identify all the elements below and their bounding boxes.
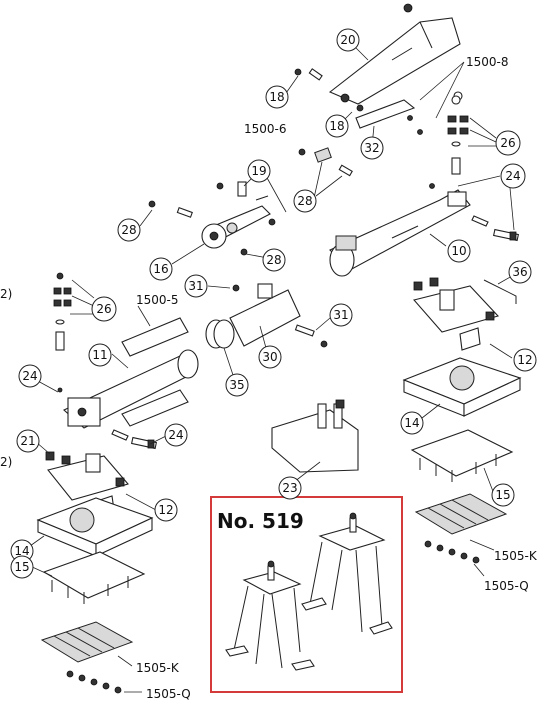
callout-24: 24 <box>500 163 526 189</box>
callout-10: 10 <box>447 239 471 263</box>
hardware-cluster-26-right <box>447 95 469 175</box>
svg-text:15: 15 <box>495 488 510 502</box>
svg-text:28: 28 <box>297 194 312 208</box>
callout-28: 28 <box>117 218 141 242</box>
pads-1505-K-right <box>414 493 508 535</box>
svg-text:28: 28 <box>121 223 136 237</box>
svg-text:11: 11 <box>92 348 107 362</box>
callout-31: 31 <box>184 274 208 298</box>
svg-text:24: 24 <box>168 428 183 442</box>
svg-text:26: 26 <box>500 136 515 150</box>
edge-note: 2) <box>0 455 12 469</box>
svg-text:24: 24 <box>505 169 520 183</box>
svg-text:19: 19 <box>251 164 266 178</box>
svg-text:18: 18 <box>269 90 284 104</box>
callout-12: 12 <box>154 498 178 522</box>
callout-21: 21 <box>16 429 40 453</box>
pins-31 <box>232 284 328 348</box>
svg-text:36: 36 <box>512 265 527 279</box>
callout-28: 28 <box>293 189 317 213</box>
pin-plate-15-right <box>410 429 514 482</box>
part-label-1505-Q: 1505-Q <box>146 687 191 701</box>
part-label-1500-8: 1500-8 <box>466 55 509 69</box>
callout-26: 26 <box>495 130 521 156</box>
callout-31: 31 <box>329 303 353 327</box>
svg-text:26: 26 <box>96 302 111 316</box>
svg-text:14: 14 <box>14 544 29 558</box>
callout-14: 14 <box>400 411 424 435</box>
screws-1505-Q-right <box>424 540 480 564</box>
svg-text:12: 12 <box>517 353 532 367</box>
callout-18: 18 <box>325 114 349 138</box>
screws-1505-Q-left <box>66 670 122 694</box>
part-label-1500-5: 1500-5 <box>136 293 179 307</box>
callout-23: 23 <box>278 476 302 500</box>
callout-14: 14 <box>10 539 34 563</box>
part-label-1505-K: 1505-K <box>494 549 538 563</box>
callout-28: 28 <box>262 248 286 272</box>
stand-bracket-right <box>301 512 393 635</box>
svg-text:14: 14 <box>404 416 419 430</box>
strap-part-32 <box>355 99 416 129</box>
hex-key-36 <box>483 279 517 304</box>
callout-11: 11 <box>88 343 112 367</box>
model-number-title: No. 519 <box>217 509 304 533</box>
svg-text:32: 32 <box>364 141 379 155</box>
svg-text:10: 10 <box>451 244 466 258</box>
svg-text:30: 30 <box>262 350 277 364</box>
callout-30: 30 <box>258 345 282 369</box>
leader-lines <box>29 43 515 693</box>
callout-18: 18 <box>265 85 289 109</box>
svg-text:24: 24 <box>22 369 37 383</box>
callout-12: 12 <box>513 348 537 372</box>
callout-26: 26 <box>91 296 117 322</box>
svg-text:12: 12 <box>158 503 173 517</box>
svg-text:21: 21 <box>20 434 35 448</box>
svg-text:23: 23 <box>282 481 297 495</box>
arm-part-11 <box>57 349 199 429</box>
callout-15: 15 <box>491 483 515 507</box>
callout-19: 19 <box>247 159 271 183</box>
hinge-hardware-24-left <box>111 429 158 450</box>
callout-24: 24 <box>18 364 42 388</box>
ring-part-35 <box>205 319 235 349</box>
pin-plate-15-left <box>42 551 146 604</box>
arm-part-20 <box>328 3 461 105</box>
callout-35: 35 <box>225 373 249 397</box>
svg-text:31: 31 <box>188 279 203 293</box>
callout-15: 15 <box>10 555 34 579</box>
svg-text:16: 16 <box>153 262 168 276</box>
pads-1505-K-left <box>40 621 134 663</box>
sleeve-part-30 <box>229 283 301 347</box>
svg-text:20: 20 <box>340 33 355 47</box>
part-label-1505-Q: 1505-Q <box>484 579 529 593</box>
hardware-cluster-26-left <box>53 272 72 351</box>
stand-bracket-left <box>225 560 315 671</box>
bracket-part-23 <box>271 399 359 473</box>
arm-part-10 <box>329 189 471 277</box>
callout-36: 36 <box>508 260 532 284</box>
part-label-1505-K: 1505-K <box>136 661 180 675</box>
option-highlight-box <box>210 496 403 693</box>
sleeve-part-1500-5 <box>121 317 189 427</box>
mount-plate-12-right <box>412 277 500 351</box>
svg-text:35: 35 <box>229 378 244 392</box>
body-part-14-left <box>36 497 154 557</box>
linkage-part-16 <box>201 195 276 256</box>
svg-text:28: 28 <box>266 253 281 267</box>
callout-24: 24 <box>164 423 188 447</box>
svg-text:31: 31 <box>333 308 348 322</box>
hinge-hardware-24 <box>471 215 520 242</box>
body-part-14-right <box>402 357 522 417</box>
callout-20: 20 <box>336 28 360 52</box>
svg-text:15: 15 <box>14 560 29 574</box>
part-label-1500-6: 1500-6 <box>244 122 287 136</box>
edge-note: 2) <box>0 287 12 301</box>
callout-32: 32 <box>360 136 384 160</box>
callout-16: 16 <box>149 257 173 281</box>
svg-text:18: 18 <box>329 119 344 133</box>
